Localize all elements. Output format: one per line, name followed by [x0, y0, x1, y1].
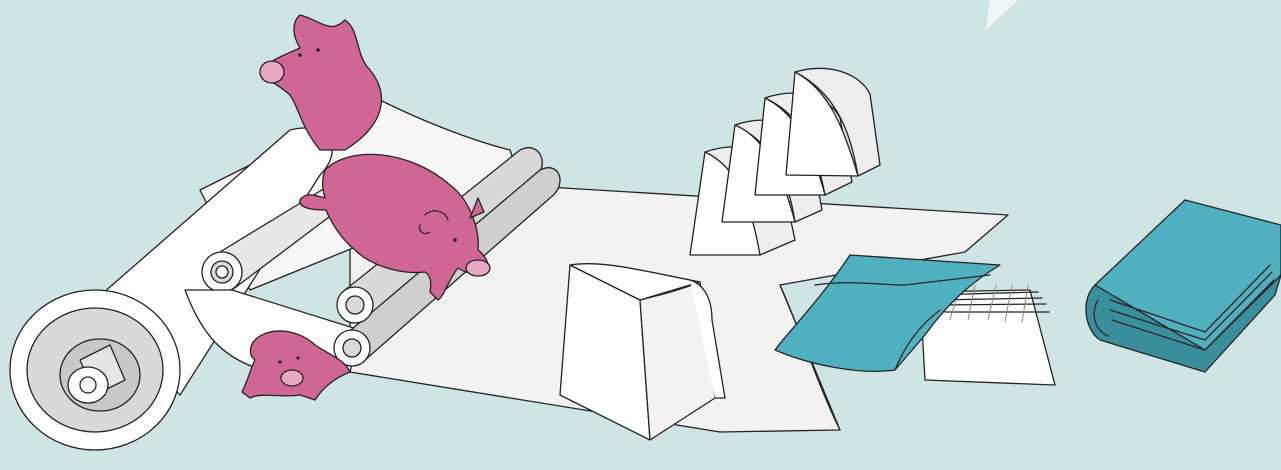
light-shard — [986, 0, 1018, 30]
pig-top — [260, 15, 381, 150]
paper-roll — [10, 128, 332, 450]
finished-book — [1086, 200, 1281, 372]
